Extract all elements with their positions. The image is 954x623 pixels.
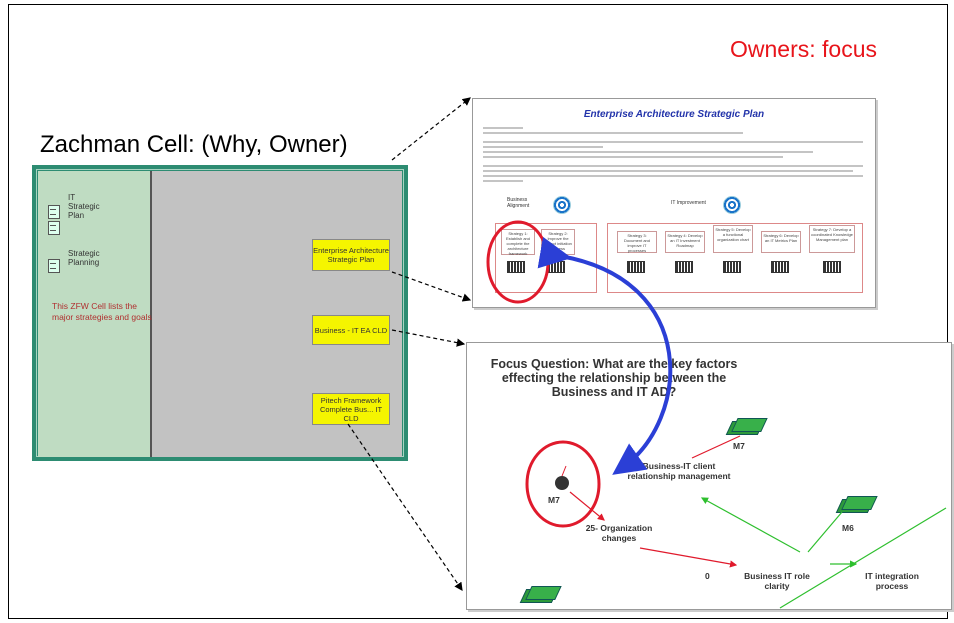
slide-frame (8, 4, 948, 619)
text-line (483, 156, 783, 158)
text-line (483, 141, 863, 143)
it-strategic-plan-label: IT Strategic Plan (68, 193, 100, 220)
strategy-1-box: Strategy 1: Establish and complete the a… (501, 229, 535, 256)
text-line (483, 170, 853, 172)
cell-note: This ZFW Cell lists the major strategies… (52, 301, 152, 322)
role-clarity-label: Business IT role clarity (744, 571, 810, 591)
text-line (483, 146, 603, 148)
zachman-cell-panel: IT Strategic Plan Strategic Planning Thi… (32, 165, 408, 461)
grid-icon (507, 261, 525, 273)
money-icon (519, 589, 559, 603)
focus-question: Focus Question: What are the key factors… (490, 357, 738, 399)
it-improvement-label: IT Improvement (671, 200, 706, 206)
grid-icon (627, 261, 645, 273)
strategy-4-box: Strategy 4: Develop an IT Investment Roa… (665, 231, 705, 253)
strategic-planning-label: Strategic Planning (68, 249, 100, 267)
text-line (483, 175, 863, 177)
grid-icon (675, 261, 693, 273)
relationship-management-label: Business-IT client relationship manageme… (627, 461, 731, 481)
strategy-2-box: Strategy 2: Improve the project initiati… (541, 229, 575, 255)
money-icon (725, 421, 765, 435)
strategy-5-box: Strategy 5: Develop a functional organiz… (713, 225, 753, 253)
integration-process-label: IT integration process (865, 571, 919, 591)
text-line (483, 180, 523, 182)
document-icon (48, 259, 60, 273)
zero-label: 0 (705, 571, 710, 581)
strategy-3-box: Strategy 3: Document and improve IT proc… (617, 231, 657, 253)
m6-label: M6 (842, 523, 854, 533)
causal-loop-diagram-document: Focus Question: What are the key factors… (466, 342, 952, 610)
organization-changes-label: 25- Organization changes (585, 523, 653, 543)
document-icon (48, 205, 60, 219)
money-icon (835, 499, 875, 513)
grid-icon (547, 261, 565, 273)
target-icon (723, 196, 741, 214)
business-it-cld-box[interactable]: Business - IT EA CLD (312, 315, 390, 345)
grid-icon (723, 261, 741, 273)
grid-icon (823, 261, 841, 273)
grid-icon (771, 261, 789, 273)
strategy-7-box: Strategy 7: Develop a coordinated Knowle… (809, 225, 855, 253)
bomb-m7-label: M7 (548, 495, 560, 505)
text-line (483, 127, 523, 129)
text-line (483, 151, 813, 153)
target-icon (553, 196, 571, 214)
document-icon (48, 221, 60, 235)
pitech-framework-box[interactable]: Pitech Framework Complete Bus... IT CLD (312, 393, 390, 425)
strategic-plan-document: Enterprise Architecture Strategic Plan B… (472, 98, 876, 308)
strategy-6-box: Strategy 6: Develop an IT Metrics Plan (761, 231, 801, 253)
owners-focus-title: Owners: focus (730, 36, 877, 62)
m7-label: M7 (733, 441, 745, 451)
document-title: Enterprise Architecture Strategic Plan (583, 109, 765, 120)
text-line (483, 165, 863, 167)
ea-strategic-plan-box[interactable]: Enterprise Architecture Strategic Plan (312, 239, 390, 271)
zachman-cell-title: Zachman Cell: (Why, Owner) (40, 131, 348, 158)
text-line (483, 132, 743, 134)
business-alignment-label: Business Alignment (507, 197, 530, 209)
cell-left-pane: IT Strategic Plan Strategic Planning Thi… (38, 171, 152, 457)
